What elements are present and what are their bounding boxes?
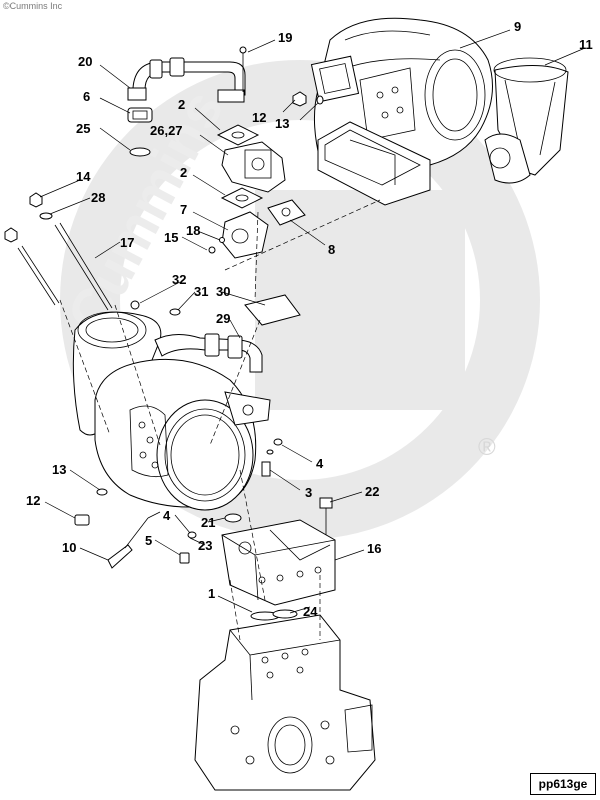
callout-18: 18: [186, 223, 200, 238]
callout-29: 29: [216, 311, 230, 326]
callout-labels: 19 20 9 11 6 2 12 13 25 26,27 2 14 28 7 …: [26, 19, 593, 619]
copyright-notice: ©Cummins Inc: [3, 1, 63, 11]
o-rings-24: [250, 609, 298, 621]
alignment-lines: [59, 199, 381, 641]
callout-22: 22: [365, 484, 379, 499]
callout-14: 14: [76, 169, 91, 184]
engine-block-section: [194, 614, 376, 791]
turbocharger-assembly-main: [72, 311, 271, 511]
callout-21: 21: [201, 515, 215, 530]
callout-4-upper: 4: [316, 456, 324, 471]
callout-31: 31: [194, 284, 208, 299]
callout-32: 32: [172, 272, 186, 287]
gasket-2-upper: [216, 124, 260, 146]
callout-13-upper: 13: [275, 116, 289, 131]
callout-4-lower: 4: [163, 508, 171, 523]
callout-6: 6: [83, 89, 90, 104]
turbo-support-pedestal-16: [221, 513, 336, 606]
callout-2-lower: 2: [180, 165, 187, 180]
callout-13-lower: 13: [52, 462, 66, 477]
callout-24: 24: [303, 604, 318, 619]
callout-28: 28: [91, 190, 105, 205]
callout-7: 7: [180, 202, 187, 217]
callout-5: 5: [145, 533, 152, 548]
registered-mark: ®: [478, 434, 496, 461]
callout-1: 1: [208, 586, 215, 601]
small-hardware-lower: [74, 294, 333, 569]
callout-17: 17: [120, 235, 134, 250]
gasket-6: [127, 107, 153, 123]
callout-11: 11: [579, 37, 593, 52]
callout-26-27: 26,27: [150, 123, 183, 138]
callout-19: 19: [278, 30, 292, 45]
callout-3: 3: [305, 485, 312, 500]
gasket-2-lower: [220, 187, 264, 209]
nuts-12-13: [292, 91, 324, 107]
callout-9: 9: [514, 19, 521, 34]
exhaust-elbow-top: [484, 57, 569, 184]
callout-23: 23: [198, 538, 212, 553]
studs-14-28-17: [4, 192, 113, 311]
callout-10: 10: [62, 540, 76, 555]
callout-12-upper: 12: [252, 110, 266, 125]
callout-16: 16: [367, 541, 381, 556]
leader-lines: [39, 29, 586, 614]
crossover-tube-top: [127, 46, 247, 103]
callout-25: 25: [76, 121, 90, 136]
callout-12-lower: 12: [26, 493, 40, 508]
seal-ring-25: [129, 147, 151, 157]
callout-20: 20: [78, 54, 92, 69]
callout-2-upper: 2: [178, 97, 185, 112]
callout-15: 15: [164, 230, 178, 245]
small-bolts-15-18: [208, 237, 225, 254]
turbocharger-assembly-top: [310, 17, 493, 206]
callout-8: 8: [328, 242, 335, 257]
gasket-8: [267, 199, 306, 226]
callout-30: 30: [216, 284, 230, 299]
valve-actuator-26-27: [221, 141, 286, 193]
drawing-code-label: pp613ge: [530, 773, 596, 795]
